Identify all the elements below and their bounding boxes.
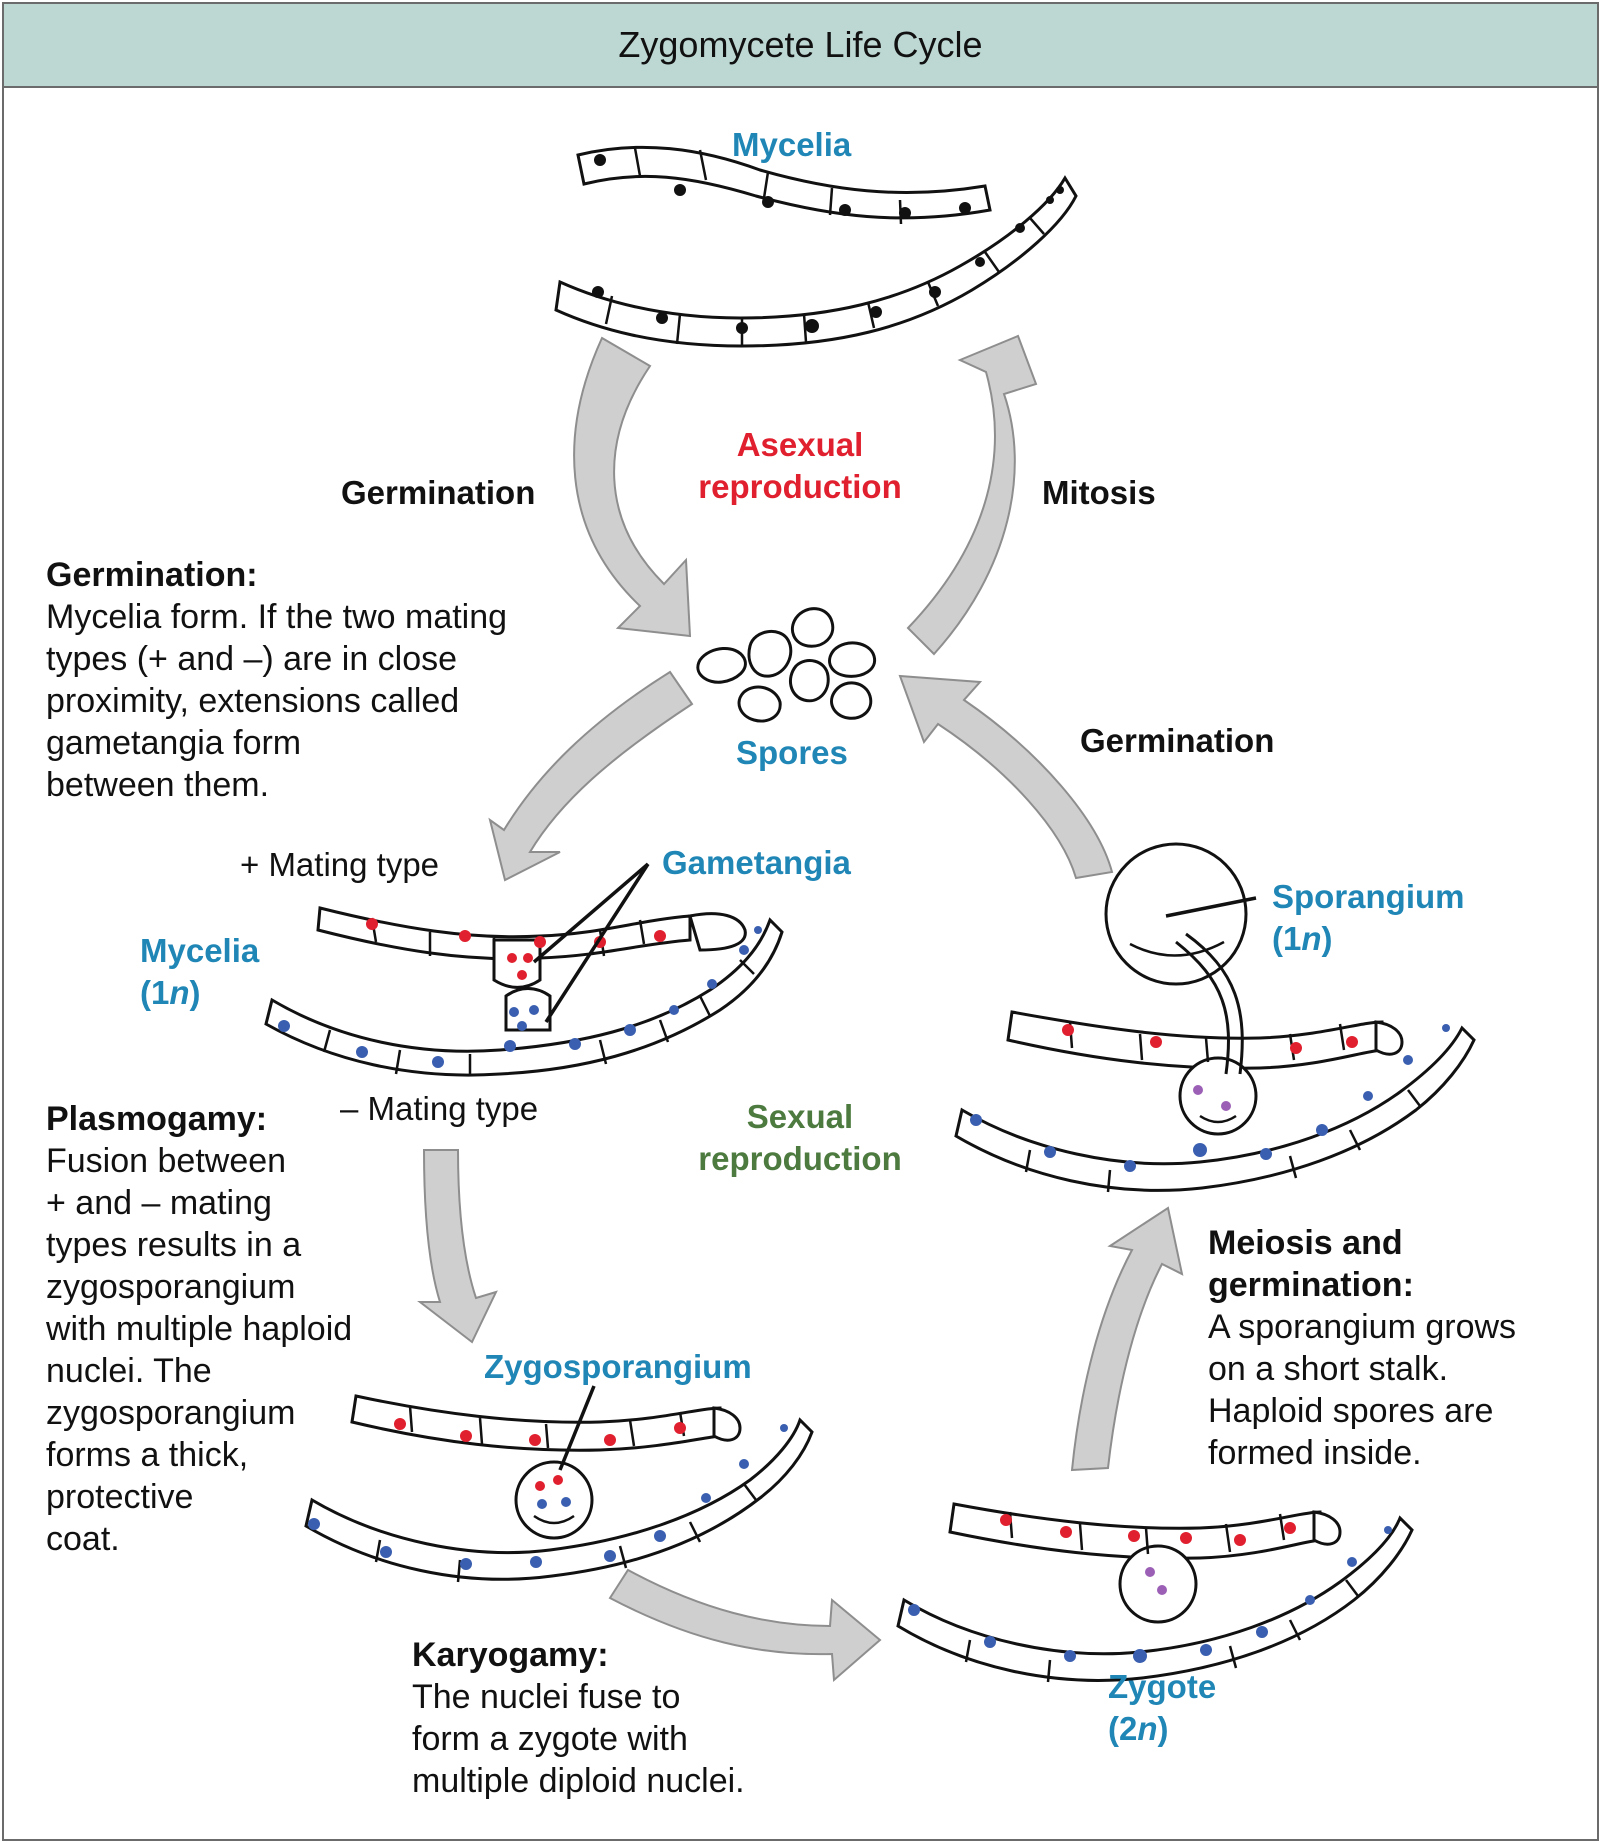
step-meiosis-heading: Meiosis and germination: [1208,1224,1414,1304]
gametangia-stage [264,862,784,1077]
label-gametangia: Gametangia [662,844,851,881]
arrow-germination-right [898,674,1114,880]
label-zygote: Zygote (2n) [1108,1666,1216,1750]
step-meiosis: Meiosis and germination: A sporangium gr… [1208,1222,1568,1474]
zygote-stage [896,1502,1414,1683]
label-sporangium: Sporangium (1n) [1272,876,1465,960]
label-plus-mating-type: + Mating type [240,846,440,883]
label-mycelia-top: Mycelia [732,126,852,163]
arrow-mitosis [906,334,1038,656]
label-sporangium-ploidy: (1 [1272,920,1302,957]
step-plasmogamy: Plasmogamy: Fusion between + and – matin… [46,1098,406,1560]
label-zygote-close: ) [1157,1710,1169,1747]
label-zygosporangium: Zygosporangium [484,1348,752,1385]
step-germination-text: Mycelia form. If the two mating types (+… [46,598,508,804]
arrow-germination-to-mycelia [488,670,694,882]
arrow-germination-left [573,336,692,638]
label-germination-left: Germination [341,474,536,511]
step-plasmogamy-text: Fusion between + and – mating types resu… [46,1142,353,1558]
label-mycelia-1n-name: Mycelia [140,932,260,969]
arrow-meiosis [1070,1206,1184,1472]
label-mycelia-1n-n: n [169,974,190,1011]
step-karyogamy-heading: Karyogamy: [412,1636,609,1674]
step-karyogamy-text: The nuclei fuse to form a zygote with mu… [412,1678,745,1800]
diagram-title: Zygomycete Life Cycle [618,24,983,65]
top-mycelia [554,145,1078,348]
label-sexual-reproduction: Sexual reproduction [698,1098,902,1177]
label-spores: Spores [736,734,848,771]
label-zygote-name: Zygote [1108,1668,1217,1705]
title-bar: Zygomycete Life Cycle [4,4,1597,88]
label-sporangium-name: Sporangium [1272,878,1465,915]
step-germination: Germination: Mycelia form. If the two ma… [46,554,566,806]
label-mitosis: Mitosis [1042,474,1156,511]
label-germination-right: Germination [1080,722,1275,759]
zygosporangium-stage [304,1385,814,1583]
label-mycelia-1n-ploidy: (1 [140,974,170,1011]
cycle-arrows [417,334,1184,1683]
step-germination-heading: Germination: [46,556,258,594]
spores-cluster [696,607,877,723]
label-zygote-n: n [1137,1710,1158,1747]
label-sporangium-n: n [1301,920,1322,957]
sporangium-stage [954,842,1476,1193]
label-zygote-ploidy: (2 [1108,1710,1138,1747]
label-mycelia-1n-close: ) [189,974,201,1011]
label-mycelia-1n: Mycelia (1n) [140,930,259,1014]
label-sporangium-close: ) [1321,920,1333,957]
arrow-plasmogamy [417,1149,498,1344]
label-minus-mating-type: – Mating type [340,1090,539,1127]
step-meiosis-text: A sporangium grows on a short stalk. Hap… [1208,1308,1517,1472]
step-karyogamy: Karyogamy: The nuclei fuse to form a zyg… [412,1634,832,1802]
arrow-karyogamy [608,1568,882,1683]
label-asexual-reproduction: Asexual reproduction [698,426,902,505]
step-plasmogamy-heading: Plasmogamy: [46,1100,268,1138]
